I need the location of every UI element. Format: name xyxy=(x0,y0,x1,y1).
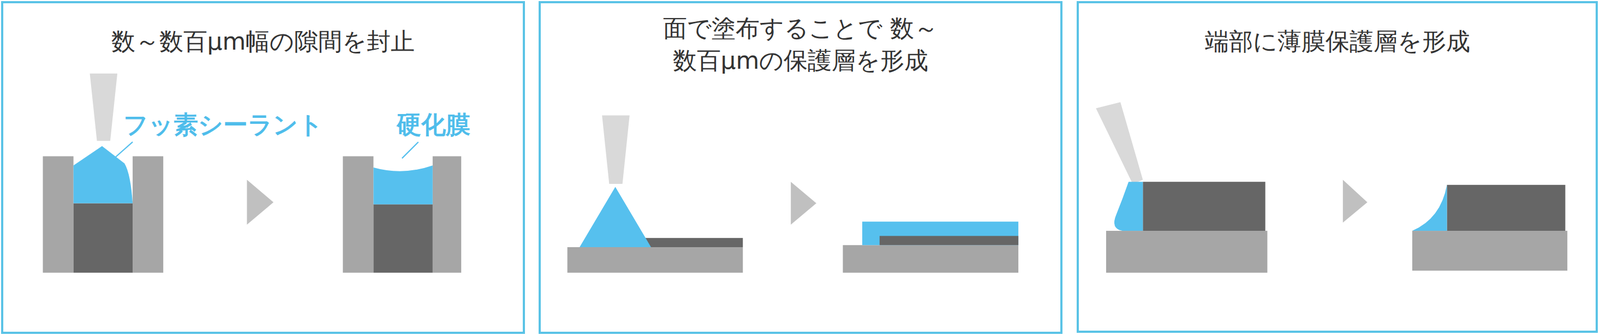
panel-heading: 端部に薄膜保護層を形成 xyxy=(1102,25,1573,58)
wall xyxy=(342,156,374,273)
nozzle xyxy=(90,73,118,142)
part xyxy=(1447,184,1566,231)
leader-line xyxy=(115,141,133,158)
nozzle xyxy=(601,115,630,184)
panel-heading: 数～数百μm幅の隙間を封止 xyxy=(28,25,498,58)
step-arrow xyxy=(1342,179,1368,223)
wall xyxy=(432,156,462,273)
panel-box: 端部に薄膜保護層を形成 xyxy=(1076,1,1598,333)
step-arrow xyxy=(247,179,274,225)
coating xyxy=(579,187,652,248)
wall xyxy=(43,156,74,273)
protective-layer xyxy=(862,221,1019,246)
part xyxy=(373,204,433,273)
callout-label: 硬化膜 xyxy=(396,111,471,139)
cured-film xyxy=(373,165,433,205)
substrate xyxy=(567,247,744,273)
substrate xyxy=(843,245,1019,273)
wall xyxy=(132,156,164,273)
thin-film xyxy=(1412,184,1448,231)
nozzle xyxy=(1095,102,1143,184)
substrate xyxy=(1412,230,1568,271)
edge-coating xyxy=(1114,181,1143,231)
panel-box: 面で塗布することで 数～数百μmの保護層を形成 xyxy=(538,1,1063,334)
part xyxy=(73,203,133,273)
panel-box: 数～数百μm幅の隙間を封止 xyxy=(1,1,525,334)
sealant xyxy=(73,146,133,204)
panel-heading: 面で塗布することで 数～数百μmの保護層を形成 xyxy=(565,12,1036,77)
film xyxy=(879,235,1019,246)
leader-line xyxy=(402,141,419,159)
substrate xyxy=(1106,230,1268,273)
part xyxy=(1142,181,1265,231)
step-arrow xyxy=(790,181,817,225)
callout-label: フッ素シーラント xyxy=(123,111,324,139)
